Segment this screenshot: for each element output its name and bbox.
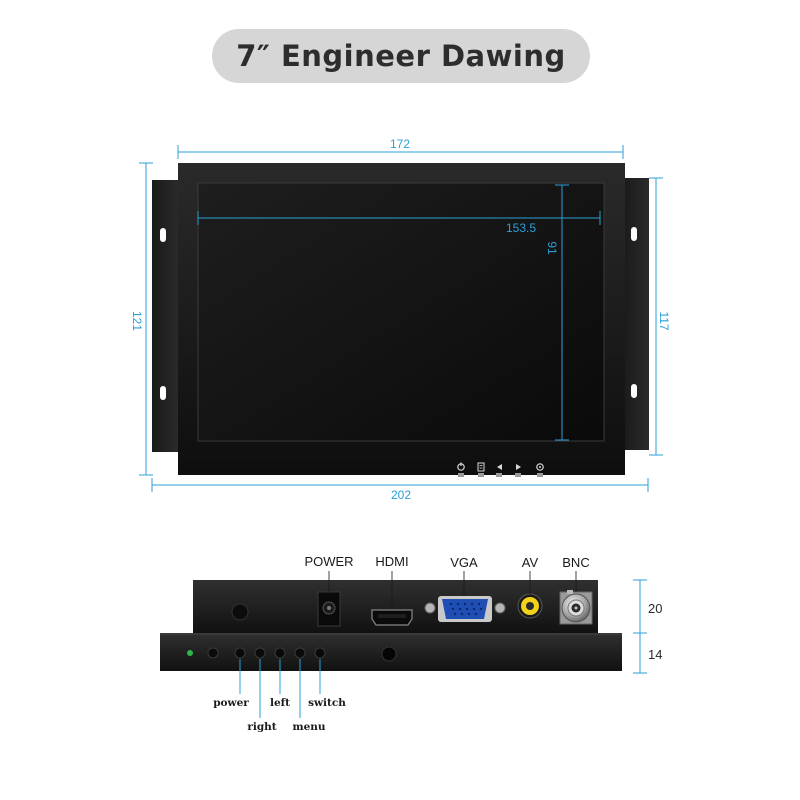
- button-callouts: [239, 659, 321, 718]
- left-button[interactable]: [274, 647, 286, 659]
- source-icon[interactable]: [536, 463, 544, 477]
- switch-button[interactable]: [314, 647, 326, 659]
- mount-hole: [631, 384, 637, 398]
- dimension-14: 14: [648, 647, 662, 662]
- power-icon[interactable]: [457, 462, 465, 478]
- dimension-172: 172: [390, 137, 410, 151]
- left-mounting-ear: [152, 180, 180, 452]
- rear-dimensions: [633, 579, 647, 674]
- menu-button-label: menu: [292, 721, 325, 733]
- vga-port-label: VGA: [450, 555, 478, 570]
- title-banner: 7″ Engineer Dawing: [212, 29, 590, 83]
- monitor-screen: [197, 182, 605, 442]
- dimension-117: 117: [657, 311, 671, 330]
- page-title: 7″ Engineer Dawing: [236, 39, 566, 73]
- av-port-label: AV: [522, 555, 539, 570]
- left-button-label: left: [270, 697, 290, 709]
- dimension-202: 202: [391, 488, 411, 502]
- dimension-121: 121: [130, 311, 144, 331]
- hdmi-port-label: HDMI: [375, 554, 408, 569]
- power-button-label: power: [213, 697, 249, 709]
- power-port: [317, 591, 341, 627]
- power-button[interactable]: [234, 647, 246, 659]
- mount-hole: [631, 227, 637, 241]
- hdmi-port: [371, 609, 413, 626]
- av-port: [517, 593, 543, 619]
- right-mounting-ear: [623, 178, 649, 450]
- power-port-label: POWER: [304, 554, 353, 569]
- dimension-20: 20: [648, 601, 662, 616]
- front-dimensions: [139, 145, 663, 492]
- screw-icon: [231, 603, 249, 621]
- audio-jack: [381, 646, 397, 662]
- menu-button[interactable]: [294, 647, 306, 659]
- power-led-icon: [187, 650, 193, 656]
- dimension-91: 91: [545, 241, 559, 255]
- bnc-port: [559, 590, 593, 625]
- rear-view: [160, 580, 622, 671]
- right-button-label: right: [247, 721, 276, 733]
- port-callouts: [328, 571, 577, 609]
- mount-hole: [160, 228, 166, 242]
- menu-icon[interactable]: [477, 462, 485, 477]
- ir-sensor: [207, 647, 219, 659]
- right-button[interactable]: [254, 647, 266, 659]
- left-arrow-icon[interactable]: [496, 464, 502, 477]
- front-view: [152, 163, 649, 477]
- dimension-153-5: 153.5: [506, 221, 536, 235]
- switch-button-label: switch: [308, 697, 346, 709]
- front-control-buttons: [457, 462, 544, 478]
- mount-hole: [160, 386, 166, 400]
- vga-port: [424, 596, 506, 622]
- right-arrow-icon[interactable]: [515, 464, 521, 477]
- bnc-port-label: BNC: [562, 555, 589, 570]
